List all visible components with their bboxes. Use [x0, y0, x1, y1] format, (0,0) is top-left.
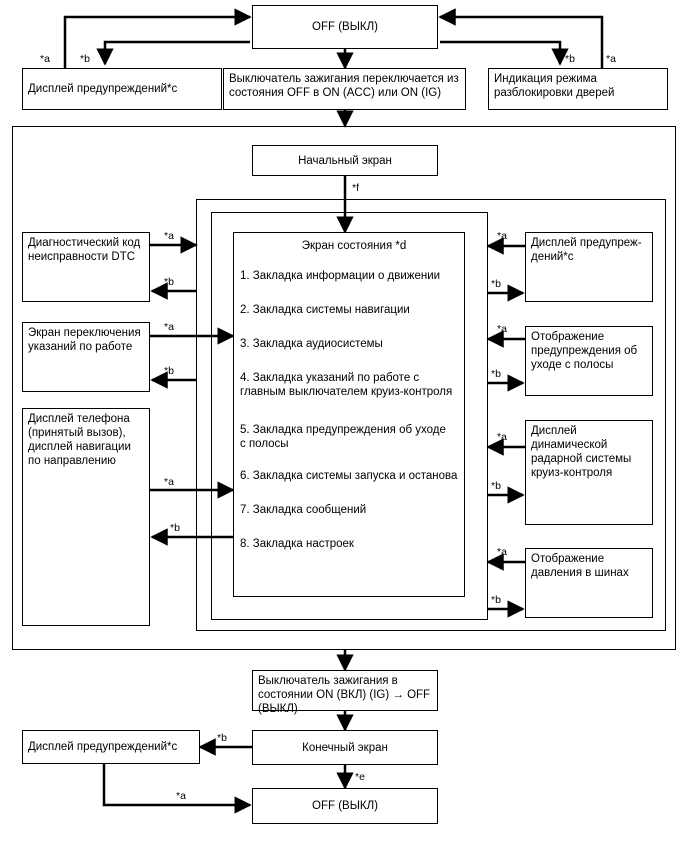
start-screen-box: Начальный экран: [252, 145, 438, 176]
label-a-warn-right: *a: [497, 230, 507, 242]
tire-pressure-box: Отображение давления в шинах: [525, 548, 653, 618]
label-b-end: *b: [217, 732, 227, 744]
inner-frame: [211, 212, 488, 620]
arrow-warn-left-to-off: [63, 8, 252, 68]
label-a-top-left: *a: [40, 53, 50, 65]
tab-navigation: 2. Закладка системы навигации: [240, 304, 410, 316]
middle-frame: [196, 199, 666, 631]
label-b-tire: *b: [491, 594, 501, 606]
driving-instructions-box: Экран переключения указаний по работе: [22, 322, 150, 392]
radar-cruise-box: Дисплей динамической радарной системы кр…: [525, 420, 653, 525]
end-screen-box: Конечный экран: [252, 730, 438, 765]
label-b-warn-right: *b: [491, 278, 501, 290]
label-a-bottom: *a: [176, 790, 186, 802]
tab-lane-warning: 5. Закладка предупреждения об уходе с по…: [240, 424, 446, 450]
outer-frame: [12, 126, 676, 650]
phone-navigation-box: Дисплей телефона (принятый вызов), диспл…: [22, 408, 150, 626]
label-b-dtc: *b: [164, 276, 174, 288]
arrow-off-to-door: [440, 40, 569, 66]
label-b-lane: *b: [491, 368, 501, 380]
arrow-warn-to-off: [102, 764, 252, 814]
tab-stop-start: 6. Закладка системы запуска и останова: [240, 470, 458, 482]
door-unlock-box: Индикация режима разблокировки дверей: [488, 68, 668, 110]
warning-display-right: Дисплей предупреж-дений*c: [525, 232, 653, 302]
arrow-off-to-warn-left: [96, 40, 250, 66]
lane-departure-box: Отображение предупреждения об уходе с по…: [525, 326, 653, 396]
label-b-instr: *b: [164, 365, 174, 377]
tab-settings: 8. Закладка настроек: [240, 538, 354, 550]
label-a-dtc: *a: [164, 230, 174, 242]
label-e: *e: [355, 771, 365, 783]
off-bottom-box: OFF (ВЫКЛ): [252, 788, 438, 824]
tab-cruise-instructions: 4. Закладка указаний по работе с главным…: [240, 372, 453, 398]
label-f: *f: [352, 182, 360, 194]
status-screen-box: Экран состояния *d 1. Закладка информаци…: [233, 232, 465, 597]
status-screen-title: Экран состояния *d: [301, 240, 407, 252]
arrow-door-to-off: [438, 8, 604, 68]
off-top-box: OFF (ВЫКЛ): [252, 5, 438, 49]
label-a-instr: *a: [164, 321, 174, 333]
ignition-off-box: Выключатель зажигания в состоянии ON (ВК…: [252, 670, 438, 715]
warning-display-bottom-left: Дисплей предупреждений*c: [22, 730, 200, 764]
label-b-top-left: *b: [80, 53, 90, 65]
dtc-box: Диагностический код неисправности DTC: [22, 232, 150, 302]
label-b-radar: *b: [491, 480, 501, 492]
label-a-lane: *a: [497, 323, 507, 335]
label-a-top-right: *a: [606, 53, 616, 65]
warning-display-top-left: Дисплей предупреждений*c: [22, 68, 222, 110]
tab-messages: 7. Закладка сообщений: [240, 504, 367, 516]
ignition-on-box: Выключатель зажигания переключается из с…: [223, 68, 466, 110]
tab-audio: 3. Закладка аудиосистемы: [240, 338, 383, 350]
label-a-phone: *a: [164, 476, 174, 488]
label-a-radar: *a: [497, 431, 507, 443]
label-a-tire: *a: [497, 546, 507, 558]
label-b-phone: *b: [170, 522, 180, 534]
tab-driving-info: 1. Закладка информации о движении: [240, 270, 441, 282]
label-b-top-right: *b: [565, 53, 575, 65]
